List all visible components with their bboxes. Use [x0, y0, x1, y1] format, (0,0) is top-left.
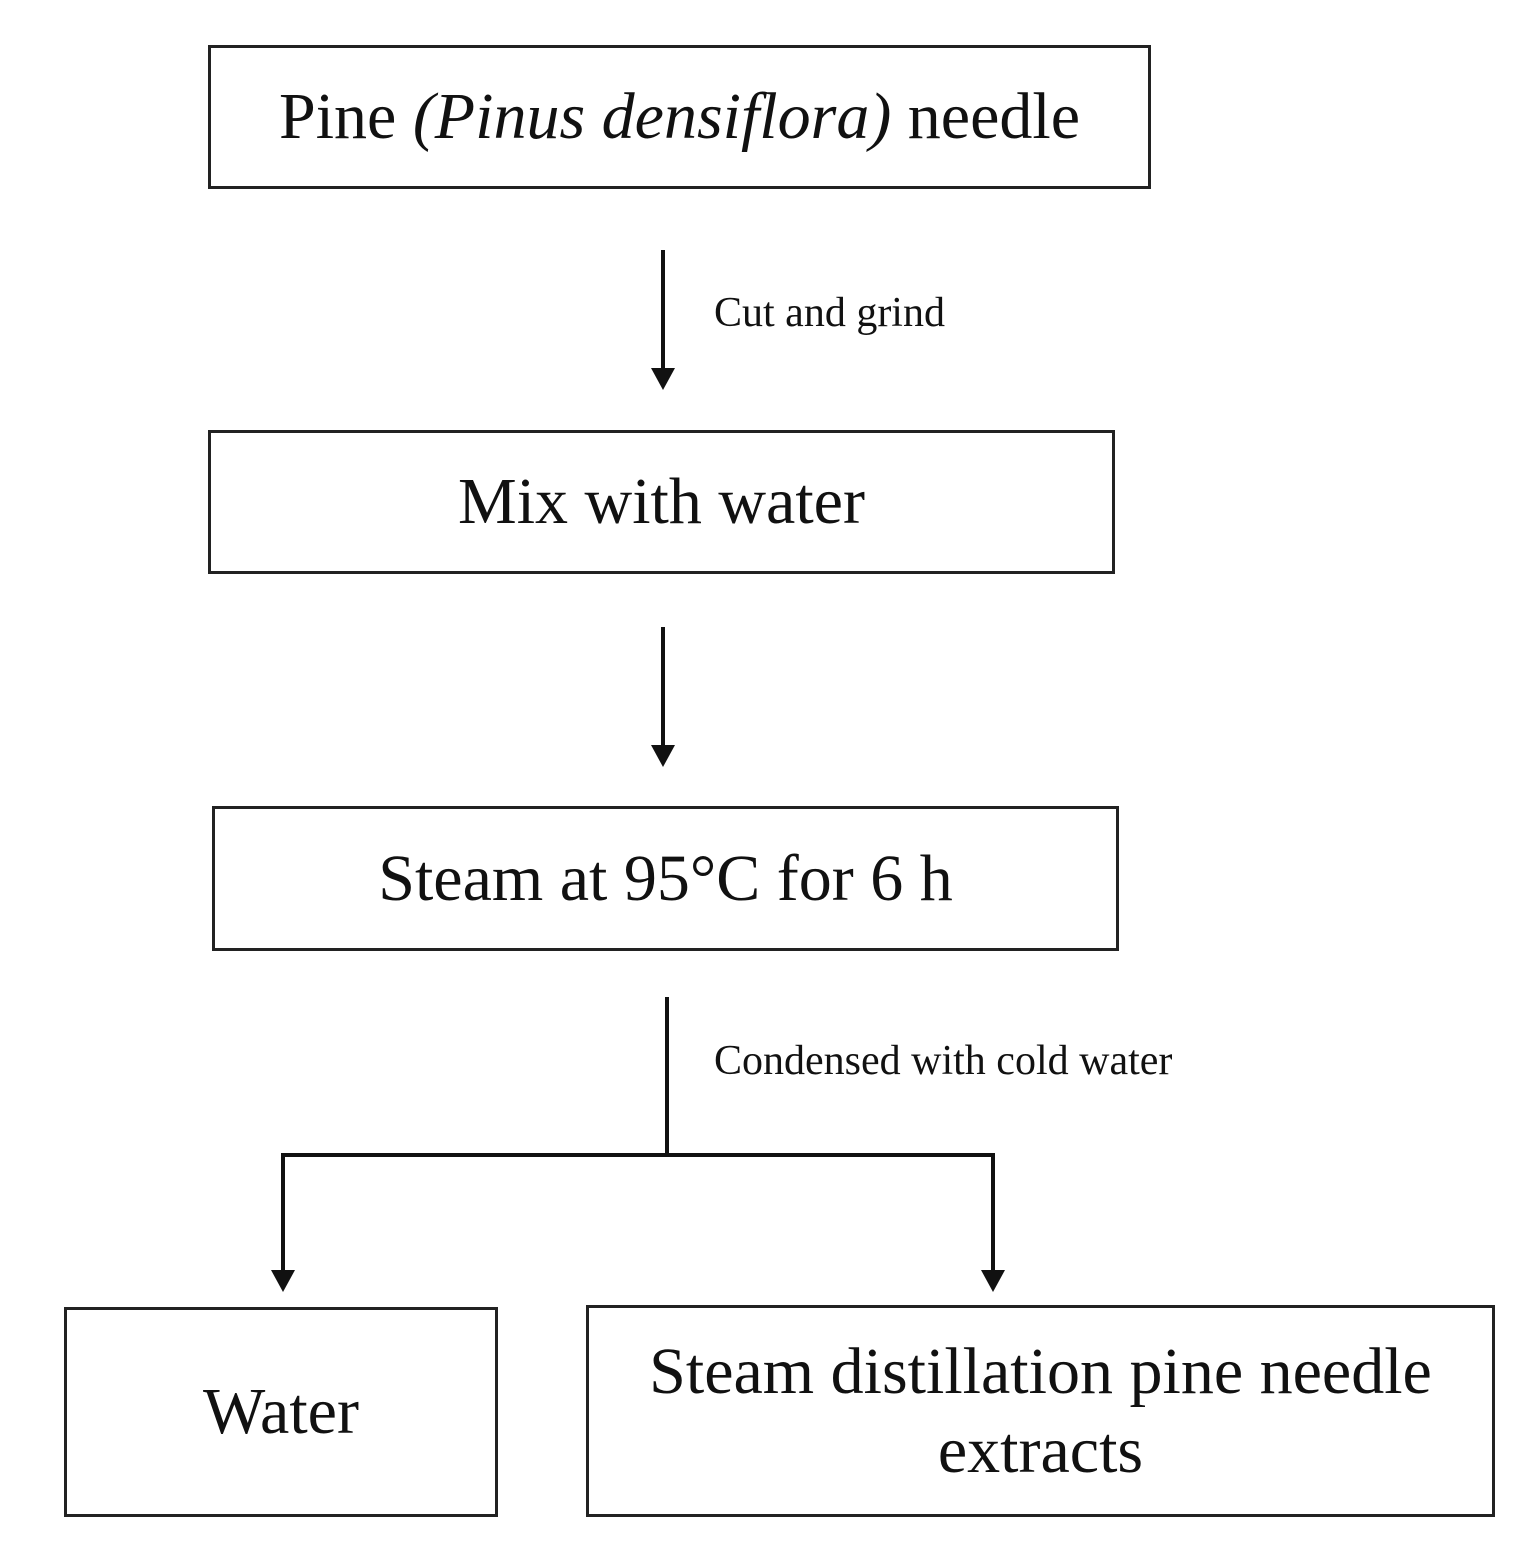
node-extracts-line-1: Steam distillation pine needle [649, 1334, 1432, 1408]
edge-label-cut-and-grind: Cut and grind [714, 290, 945, 336]
node-extracts: Steam distillation pine needle extracts [586, 1305, 1495, 1517]
arrow-to-extract [981, 1153, 1005, 1292]
edge-label-condensed: Condensed with cold water [714, 1038, 1173, 1084]
arrow-mix-to-steam [651, 627, 675, 767]
node-steam-label: Steam at 95°C for 6 h [378, 841, 953, 915]
node-extracts-label: Steam distillation pine needle extracts [649, 1332, 1432, 1490]
arrow-to-water [271, 1153, 295, 1292]
arrow-steam-split [281, 997, 993, 1157]
pine-species-name: (Pinus densiflora) [412, 80, 892, 154]
pine-suffix: needle [891, 80, 1081, 154]
node-water-label: Water [203, 1375, 359, 1449]
node-steam: Steam at 95°C for 6 h [212, 806, 1119, 951]
pine-prefix: Pine [278, 80, 413, 154]
node-pine-needle: Pine (Pinus densiflora) needle [208, 45, 1151, 189]
node-mix-with-water-label: Mix with water [458, 465, 865, 539]
node-extracts-line-2: extracts [937, 1414, 1144, 1487]
node-water: Water [64, 1307, 498, 1517]
arrow-start-to-mix [651, 250, 675, 390]
node-pine-needle-label: Pine (Pinus densiflora) needle [279, 77, 1080, 156]
node-mix-with-water: Mix with water [208, 430, 1115, 574]
